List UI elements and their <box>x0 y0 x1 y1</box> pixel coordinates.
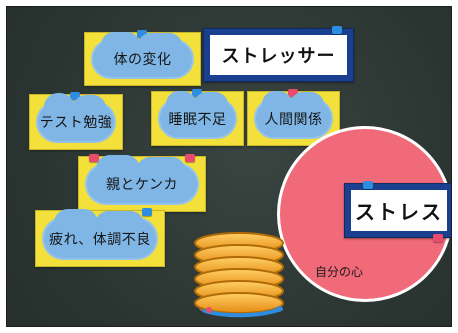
card-label: 疲れ、体調不良 <box>49 231 151 248</box>
card-label: 親とケンカ <box>105 177 179 193</box>
banner-stress: ストレス <box>344 181 451 242</box>
card-pin <box>89 154 99 162</box>
card-pin <box>192 89 202 97</box>
card-fatigue: 疲れ、体調不良 <box>35 208 165 267</box>
banner-pin <box>433 234 443 242</box>
card-pin <box>142 208 152 216</box>
balloon-label: 自分の心 <box>315 265 364 279</box>
card-label: 人間関係 <box>264 111 323 128</box>
photo-frame: 体の変化 テスト勉強 睡眠不足 人間関係 親とケンカ 疲れ、体調不良 ストレッサ… <box>6 6 452 327</box>
banner-stress-inner: ストレス <box>351 190 447 231</box>
card-label: 睡眠不足 <box>168 111 227 128</box>
card-body-change: 体の変化 <box>84 30 201 86</box>
card-pin <box>288 89 298 97</box>
banner-stress-text: ストレス <box>355 200 443 224</box>
card-fight-with-parents: 親とケンカ <box>78 154 206 212</box>
cloud-shape <box>85 155 199 205</box>
banner-pin <box>363 181 373 189</box>
card-lack-of-sleep: 睡眠不足 <box>151 89 244 146</box>
cloud-shape <box>42 209 158 260</box>
banner-stressor: ストレッサー <box>203 26 354 82</box>
spring-stack <box>185 225 297 319</box>
cloud-shape <box>254 90 333 139</box>
card-label: テスト勉強 <box>39 115 113 131</box>
card-test-study: テスト勉強 <box>29 92 123 150</box>
card-relationships: 人間関係 <box>247 89 340 146</box>
card-pin <box>137 30 147 38</box>
spring-illustration <box>194 232 284 318</box>
card-pin <box>70 92 80 100</box>
cloud-shape <box>91 31 194 79</box>
cloud-shape <box>36 93 116 143</box>
banner-stressor-inner: ストレッサー <box>210 35 347 75</box>
cloud-shape <box>158 90 237 139</box>
card-pin <box>185 154 195 162</box>
banner-pin <box>332 26 342 34</box>
banner-stressor-text: ストレッサー <box>221 46 336 67</box>
card-label: 体の変化 <box>113 52 172 68</box>
